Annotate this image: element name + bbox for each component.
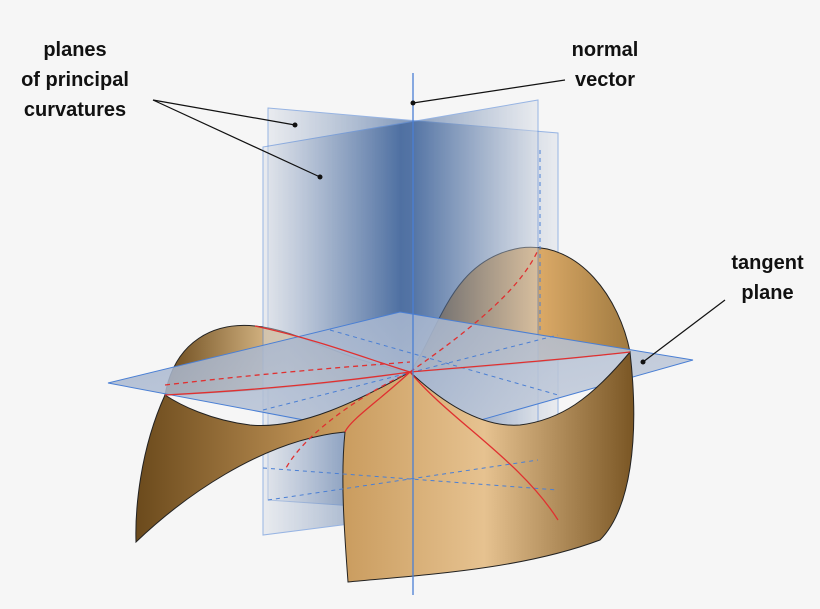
label-line: plane — [741, 282, 794, 304]
curvature-lines — [164, 249, 631, 521]
label-line: of principal — [21, 69, 129, 91]
leader-lines — [152, 79, 726, 363]
label-line: planes — [43, 39, 107, 61]
normal-vector-label: normal vector — [555, 35, 655, 95]
label-line: normal — [571, 39, 639, 61]
principal-planes-label: planes of principal curvatures — [5, 35, 145, 125]
label-line: tangent — [731, 252, 804, 274]
label-line: vector — [574, 69, 636, 91]
tangent-plane-label: tangent plane — [715, 248, 820, 308]
label-line: curvatures — [23, 99, 127, 121]
